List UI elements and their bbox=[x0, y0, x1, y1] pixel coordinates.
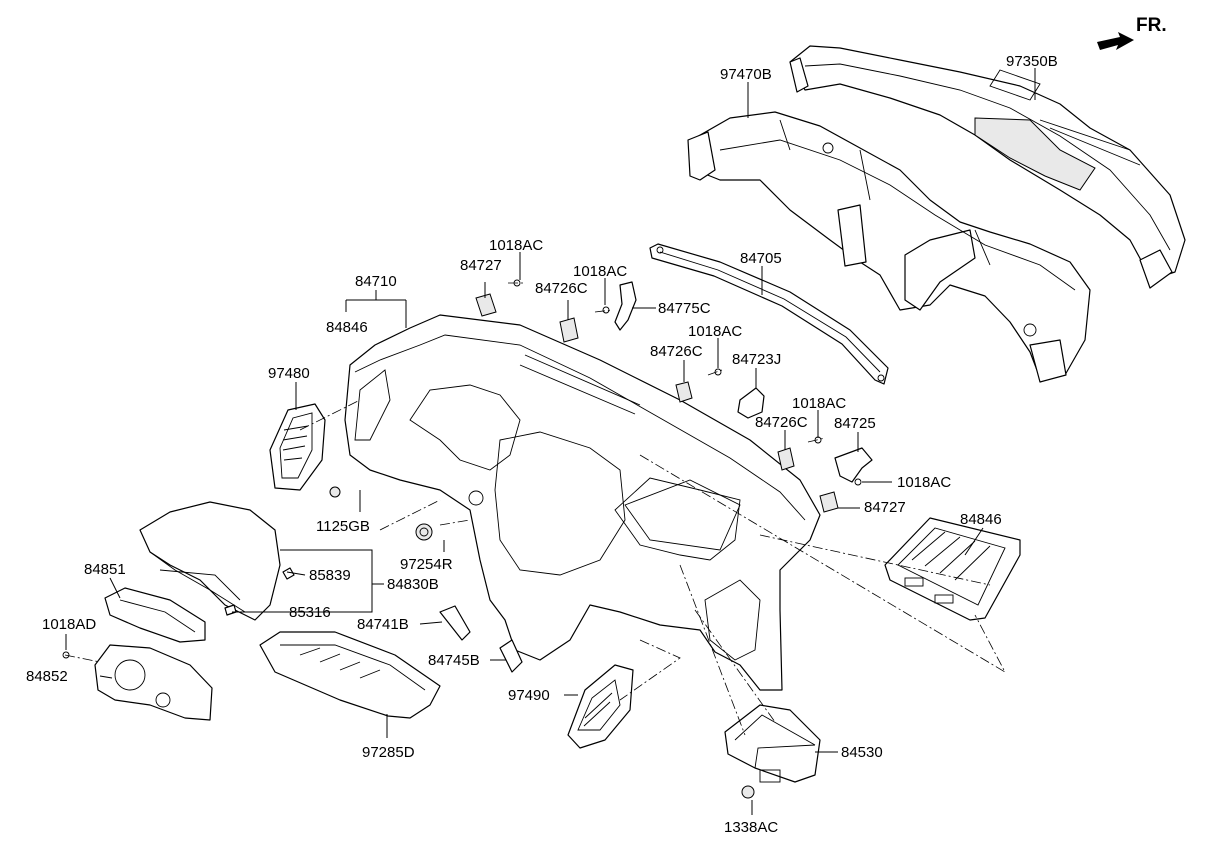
label-84727-a: 84727 bbox=[460, 257, 502, 274]
label-84710: 84710 bbox=[355, 273, 397, 290]
front-duct-97470B bbox=[687, 111, 1091, 383]
label-84726C-a: 84726C bbox=[535, 280, 588, 297]
label-1125GB: 1125GB bbox=[316, 518, 370, 535]
airbag-84530 bbox=[724, 704, 821, 783]
label-84852: 84852 bbox=[26, 668, 68, 685]
label-85839: 85839 bbox=[309, 567, 351, 584]
phantom-lines bbox=[64, 282, 1007, 736]
label-97350B: 97350B bbox=[1006, 53, 1058, 70]
label-1018AC-a: 1018AC bbox=[489, 237, 543, 254]
glove-box-84846 bbox=[884, 517, 1021, 621]
orientation-label: FR. bbox=[1136, 15, 1167, 36]
center-vent-97490 bbox=[567, 664, 634, 749]
label-84530: 84530 bbox=[841, 744, 883, 761]
label-84726C-c: 84726C bbox=[755, 414, 808, 431]
label-97490: 97490 bbox=[508, 687, 550, 704]
crossbar-84705 bbox=[649, 243, 889, 385]
label-84851: 84851 bbox=[84, 561, 126, 578]
label-97254R: 97254R bbox=[400, 556, 453, 573]
label-97480: 97480 bbox=[268, 365, 310, 382]
crash-pad-84710 bbox=[344, 314, 821, 691]
label-97470B: 97470B bbox=[720, 66, 772, 83]
forward-arrow-icon bbox=[1097, 32, 1134, 50]
label-84726C-b: 84726C bbox=[650, 343, 703, 360]
label-85316: 85316 bbox=[289, 604, 331, 621]
label-84727-b: 84727 bbox=[864, 499, 906, 516]
label-84775C: 84775C bbox=[658, 300, 711, 317]
label-1018AD: 1018AD bbox=[42, 616, 96, 633]
label-84846-a: 84846 bbox=[326, 319, 368, 336]
lower-panel-97285D bbox=[259, 631, 441, 719]
label-1338AC: 1338AC bbox=[724, 819, 778, 836]
shroud-84851 bbox=[104, 587, 206, 643]
label-1018AC-d: 1018AC bbox=[792, 395, 846, 412]
cluster-hood-84830B bbox=[139, 501, 281, 621]
leader-lines bbox=[65, 68, 1036, 815]
label-84830B: 84830B bbox=[387, 576, 439, 593]
label-84846-b: 84846 bbox=[960, 511, 1002, 528]
rear-duct-97350B bbox=[789, 45, 1186, 289]
lower-shroud-84852 bbox=[94, 644, 213, 721]
label-84725: 84725 bbox=[834, 415, 876, 432]
label-1018AC-e: 1018AC bbox=[897, 474, 951, 491]
label-84745B: 84745B bbox=[428, 652, 480, 669]
label-84723J: 84723J bbox=[732, 351, 781, 368]
label-1018AC-b: 1018AC bbox=[573, 263, 627, 280]
label-84741B: 84741B bbox=[357, 616, 409, 633]
label-1018AC-c: 1018AC bbox=[688, 323, 742, 340]
label-84705: 84705 bbox=[740, 250, 782, 267]
label-97285D: 97285D bbox=[362, 744, 415, 761]
side-vent-97480 bbox=[269, 403, 326, 491]
